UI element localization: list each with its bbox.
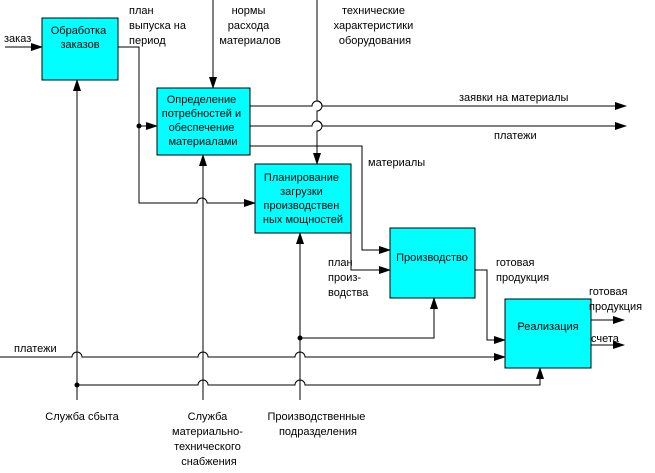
label-consumption-norms: нормы расхода материалов: [219, 5, 281, 47]
box-production: Производство: [389, 227, 476, 299]
arrow-payments-in: [0, 351, 506, 361]
label-production-units: Производственные подразделения: [268, 411, 369, 438]
junction-dot: [74, 382, 80, 388]
label-payments-in: платежи: [14, 343, 57, 355]
label-production-plan: план произ- водства: [328, 257, 369, 299]
box-sales-label: Реализация: [517, 321, 578, 333]
label-materials: материалы: [368, 157, 425, 169]
junction-dot: [297, 335, 303, 341]
arrow-goods-to-sales: [475, 269, 506, 344]
box-planning: Планирование загрузки производствен ных …: [254, 163, 352, 234]
arrow-materials-to-production: [250, 145, 391, 254]
box-planning-label: Планирование загрузки производствен ных …: [263, 172, 343, 226]
arrow-production-units-to-production: [300, 297, 438, 339]
arrow-sales-service-to-sales: [77, 367, 544, 386]
label-release-plan: план выпуска на период: [129, 5, 189, 47]
arrow-techspecs-control: [313, 0, 323, 165]
label-payments-out: платежи: [494, 130, 537, 142]
label-tech-specs: технические характеристики оборудования: [334, 5, 417, 47]
connectors: [0, 0, 627, 400]
label-finished-goods-2: готовая продукция: [589, 286, 642, 313]
box-materials-label: Определение потребностей и обеспечение м…: [162, 94, 244, 148]
box-order-processing: Обработка заказов: [41, 17, 119, 81]
label-finished-goods-1: готовая продукция: [496, 257, 549, 284]
label-supply-service: Служба материально- технического снабжен…: [172, 411, 246, 468]
arrow-production-plan: [350, 203, 391, 274]
label-invoices: счета: [591, 333, 620, 345]
arrow-plan-to-planning: [138, 126, 256, 207]
box-materials: Определение потребностей и обеспечение м…: [156, 87, 251, 156]
arrow-plan-to-materials: [118, 46, 158, 130]
arrow-payments-out: [250, 120, 627, 130]
box-order-processing-label: Обработка заказов: [51, 25, 110, 51]
label-sales-service: Служба сбыта: [45, 411, 119, 423]
junction-dot: [136, 123, 142, 129]
arrow-material-requests: [250, 100, 627, 110]
label-order: заказ: [4, 33, 31, 45]
box-production-label: Производство: [396, 252, 468, 264]
box-sales: Реализация: [504, 298, 592, 369]
label-material-requests: заявки на материалы: [459, 92, 568, 104]
